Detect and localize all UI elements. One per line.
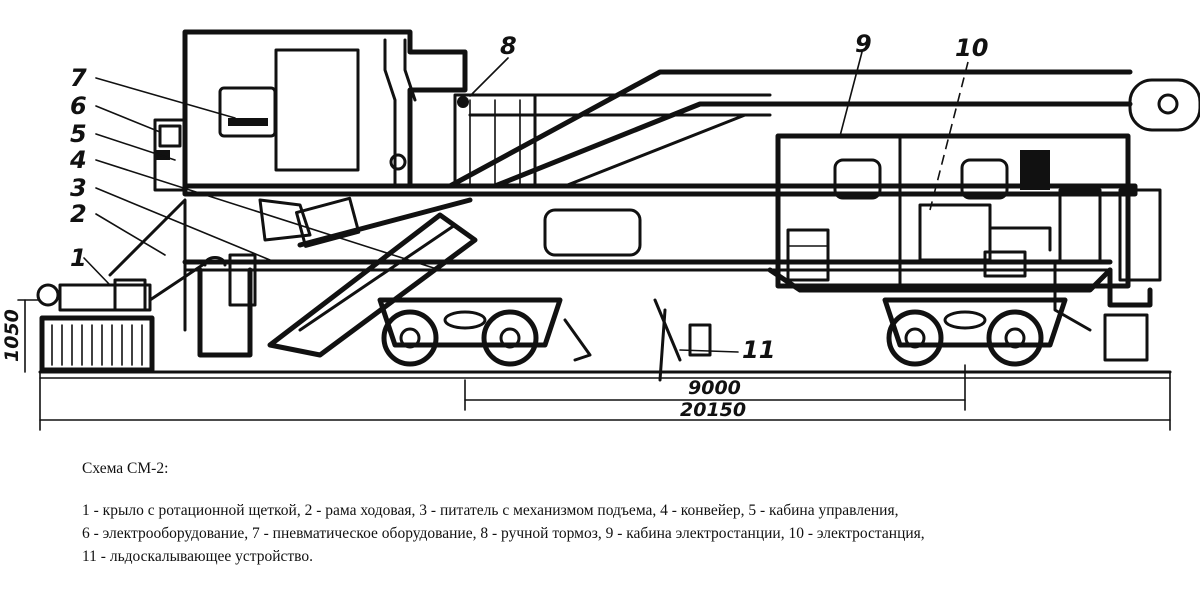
label-3: 3 <box>70 174 87 202</box>
snow-machine-diagram: 1 2 3 4 5 6 7 8 9 10 11 1050 9000 20150 <box>1 29 1200 431</box>
dim-bogie-spacing: 9000 <box>688 377 741 399</box>
label-5: 5 <box>70 120 87 148</box>
label-6: 6 <box>70 92 87 120</box>
caption-line-2: 6 - электрооборудование, 7 - пневматичес… <box>82 525 925 542</box>
caption-line-1: 1 - крыло с ротационной щеткой, 2 - рама… <box>82 502 899 519</box>
caption-title: Схема СМ-2: <box>82 460 169 477</box>
caption-line-3: 11 - льдоскалывающее устройство. <box>82 548 314 565</box>
callout-labels: 1 2 3 4 5 6 7 8 9 10 11 <box>69 30 988 364</box>
dim-height: 1050 <box>1 309 23 362</box>
label-7: 7 <box>70 64 87 92</box>
dimension-labels: 1050 9000 20150 <box>1 309 746 421</box>
label-2: 2 <box>70 200 87 228</box>
label-8: 8 <box>500 32 517 60</box>
label-1: 1 <box>70 244 87 272</box>
label-11: 11 <box>742 336 775 364</box>
dim-total-length: 20150 <box>680 399 746 421</box>
label-4: 4 <box>69 146 87 174</box>
label-10: 10 <box>955 34 988 62</box>
machine-drawing <box>17 29 1200 431</box>
label-9: 9 <box>855 30 872 58</box>
